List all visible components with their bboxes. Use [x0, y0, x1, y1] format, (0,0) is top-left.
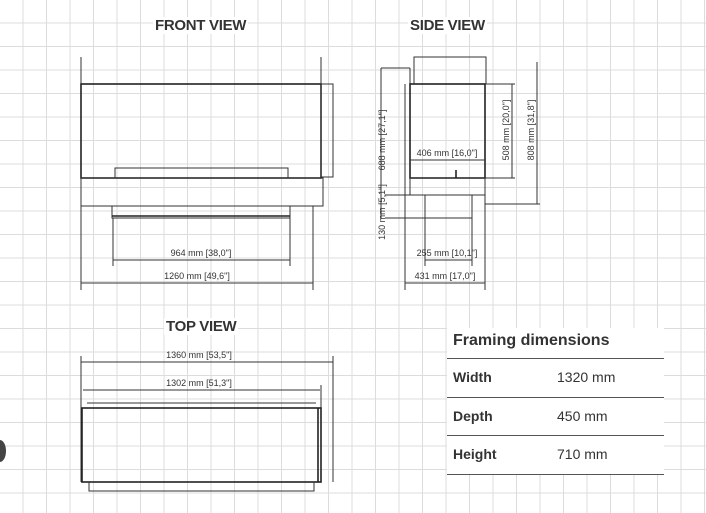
side-dim-130: 130 mm [5,1"]	[377, 184, 387, 240]
top-view-title: TOP VIEW	[164, 318, 239, 335]
table-row: Height 710 mm	[447, 436, 664, 475]
front-dim-964: 964 mm [38,0"]	[171, 248, 232, 258]
table-row: Depth 450 mm	[447, 398, 664, 436]
side-view-title: SIDE VIEW	[408, 17, 487, 34]
side-dim-255: 255 mm [10,1"]	[417, 248, 478, 258]
framing-value: 1320 mm	[557, 369, 616, 385]
framing-label: Width	[453, 369, 492, 385]
front-view-title: FRONT VIEW	[153, 17, 249, 34]
front-view-drawing: 964 mm [38,0"] 1260 mm [49,6"]	[80, 57, 334, 290]
side-view-drawing: 406 mm [16,0"] 255 mm [10,1"] 431 mm [17…	[377, 56, 540, 290]
framing-value: 450 mm	[557, 407, 608, 424]
top-view-drawing: 1360 mm [53,5"] 1302 mm [51,3"]	[80, 350, 334, 492]
top-dim-1360: 1360 mm [53,5"]	[166, 350, 232, 360]
side-dim-688: 688 mm [27,1"]	[377, 110, 387, 171]
side-dim-406: 406 mm [16,0"]	[417, 148, 478, 158]
side-dim-508: 508 mm [20,0"]	[501, 100, 511, 161]
framing-title: Framing dimensions	[447, 328, 664, 359]
top-dim-1302: 1302 mm [51,3"]	[166, 378, 232, 388]
framing-value: 710 mm	[557, 446, 608, 462]
framing-dimensions-table: Framing dimensions Width 1320 mm Depth 4…	[447, 328, 664, 475]
side-dim-431: 431 mm [17,0"]	[415, 271, 476, 281]
partial-icon	[0, 440, 6, 462]
framing-label: Height	[453, 446, 497, 462]
side-dim-808: 808 mm [31,8"]	[526, 100, 536, 161]
framing-label: Depth	[453, 407, 493, 424]
front-dim-1260: 1260 mm [49,6"]	[164, 271, 230, 281]
table-row: Width 1320 mm	[447, 359, 664, 398]
